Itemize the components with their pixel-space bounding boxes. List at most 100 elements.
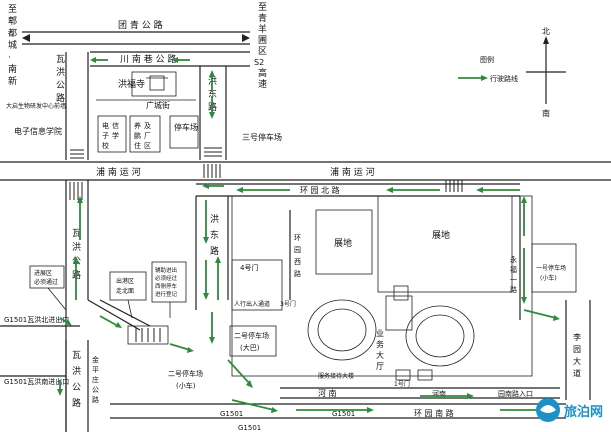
svg-text:学: 学 — [112, 131, 119, 140]
svg-text:1号门: 1号门 — [394, 380, 410, 388]
svg-text:东: 东 — [208, 88, 217, 100]
svg-text:(小车): (小车) — [540, 274, 557, 282]
dadian-label: 大启生物研发中心前墙 — [6, 102, 66, 110]
left-ramps — [0, 299, 169, 377]
svg-text:河南: 河南 — [432, 389, 446, 398]
route-yongfu — [521, 196, 560, 321]
route-hongdong-mid — [203, 200, 221, 300]
svg-text:(大巴): (大巴) — [240, 343, 260, 352]
hongfu-temple: 洪福寺 — [118, 71, 177, 97]
hongfu-temple-label: 洪福寺 — [118, 78, 145, 90]
svg-text:区: 区 — [144, 142, 151, 150]
route-huanyuan-north — [202, 183, 520, 193]
route-hongdong-top — [172, 57, 215, 119]
svg-text:园: 园 — [573, 345, 581, 354]
svg-text:道: 道 — [573, 368, 581, 378]
svg-text:停车场: 停车场 — [174, 122, 198, 132]
svg-text:郫: 郫 — [8, 15, 17, 27]
top-left-road-label: 至 郫 都 城 · 南 新 — [8, 4, 17, 87]
svg-text:大: 大 — [573, 356, 581, 366]
svg-text:平: 平 — [92, 366, 99, 374]
yang-area: 养 及 鹏 厂 住 区 — [129, 115, 161, 153]
svg-text:公: 公 — [72, 382, 81, 393]
svg-text:南: 南 — [8, 63, 17, 75]
mid-crossings — [69, 164, 463, 200]
svg-text:二号停车场: 二号停车场 — [168, 369, 203, 378]
svg-text:电: 电 — [102, 121, 109, 130]
svg-text:·: · — [8, 53, 11, 63]
svg-text:路: 路 — [92, 395, 99, 404]
chuannan-label: 川 南 巷 公 路 — [120, 53, 176, 65]
parking-2-car: 二号停车场 (小车) — [168, 369, 203, 390]
svg-text:路: 路 — [294, 269, 301, 278]
svg-text:二号停车场: 二号停车场 — [234, 331, 269, 340]
liyuan-road: 李 园 大 道 — [565, 300, 591, 400]
svg-text:环 园 南 路: 环 园 南 路 — [414, 408, 454, 418]
svg-text:区: 区 — [258, 46, 267, 57]
legend: 图例 行驶路线 — [458, 55, 518, 83]
svg-text:速: 速 — [258, 79, 267, 90]
huanyuan-west: 环 园 西 路 — [289, 210, 301, 300]
south-roads: 河 南 河南 园南路入口 G1501 G1501 G1501 环 园 南 路 — [110, 387, 566, 432]
note-left: 进展区 必须通过 — [29, 265, 65, 289]
svg-text:高: 高 — [258, 67, 267, 79]
g1501-exit: G1501瓦洪南进出口 — [4, 377, 69, 386]
svg-text:(小车): (小车) — [176, 381, 196, 390]
svg-text:路: 路 — [56, 92, 65, 104]
svg-text:洪: 洪 — [72, 241, 81, 253]
svg-text:浦 南 运 河: 浦 南 运 河 — [96, 166, 141, 178]
svg-text:必须经过: 必须经过 — [155, 274, 178, 282]
svg-text:子: 子 — [102, 132, 109, 140]
jinping-road: 金 平 庄 公 路 瓦 洪 公 路 — [65, 340, 99, 432]
svg-text:至: 至 — [8, 4, 17, 15]
svg-text:城: 城 — [8, 40, 17, 51]
puyan-canal: 浦 南 运 河 浦 南 运 河 — [0, 161, 611, 181]
svg-text:广城街: 广城街 — [146, 100, 170, 110]
svg-text:公: 公 — [92, 386, 99, 394]
svg-text:都: 都 — [8, 28, 17, 39]
svg-text:洪: 洪 — [210, 213, 219, 225]
wahong-road: 瓦 洪 公 路 — [56, 52, 89, 432]
svg-text:西: 西 — [294, 258, 301, 266]
business-hall: 业 务 大 厅 1号门 服务接待大楼 — [318, 328, 410, 388]
gate1-marker — [395, 369, 433, 381]
g1501-entry: G1501瓦洪北进出口 — [4, 315, 69, 324]
svg-text:庄: 庄 — [92, 375, 99, 384]
svg-text:福: 福 — [510, 265, 517, 274]
svg-text:西侧停车: 西侧停车 — [155, 282, 178, 290]
svg-text:洪: 洪 — [56, 66, 65, 78]
svg-text:G1501: G1501 — [332, 410, 355, 418]
route-wahong — [73, 196, 83, 300]
svg-text:至: 至 — [258, 2, 267, 13]
svg-text:辅助进出: 辅助进出 — [155, 266, 177, 274]
svg-text:李: 李 — [573, 332, 581, 342]
main-hall-2: 展地 — [432, 229, 450, 241]
svg-text:一号停车场: 一号停车场 — [536, 264, 566, 272]
compass-south: 南 — [542, 108, 550, 118]
svg-text:洪: 洪 — [72, 365, 81, 377]
note-mid: 出港区 走北面 — [109, 271, 147, 301]
note-right: 辅助进出 必须经过 西侧停车 进行登记 — [151, 261, 187, 303]
parking-3-label: 三号停车场 — [242, 132, 282, 142]
svg-text:永: 永 — [510, 255, 517, 264]
yongfu-road: 永 福 一 路 — [510, 196, 521, 320]
svg-text:业: 业 — [376, 328, 384, 338]
svg-text:环: 环 — [294, 234, 301, 242]
svg-text:及: 及 — [144, 122, 151, 130]
svg-text:园南路入口: 园南路入口 — [498, 389, 533, 398]
svg-text:厅: 厅 — [376, 362, 384, 371]
svg-text:进展区: 进展区 — [34, 269, 52, 277]
route-south — [209, 312, 544, 413]
route-top-left — [90, 57, 108, 63]
svg-text:瓦: 瓦 — [56, 54, 65, 65]
svg-text:环 园 北 路: 环 园 北 路 — [300, 185, 340, 195]
svg-text:G1501: G1501 — [220, 410, 243, 418]
svg-text:G1501: G1501 — [238, 424, 261, 432]
svg-text:住: 住 — [134, 141, 141, 150]
svg-text:3号门: 3号门 — [280, 300, 296, 308]
svg-text:厂: 厂 — [144, 132, 151, 140]
stadiums — [307, 285, 475, 367]
top-right-road-label: 至 青 羊 圃 区 S2 高 速 — [254, 2, 267, 90]
svg-text:河 南: 河 南 — [318, 388, 337, 398]
parking-1: 一号停车场 (小车) — [531, 243, 577, 293]
